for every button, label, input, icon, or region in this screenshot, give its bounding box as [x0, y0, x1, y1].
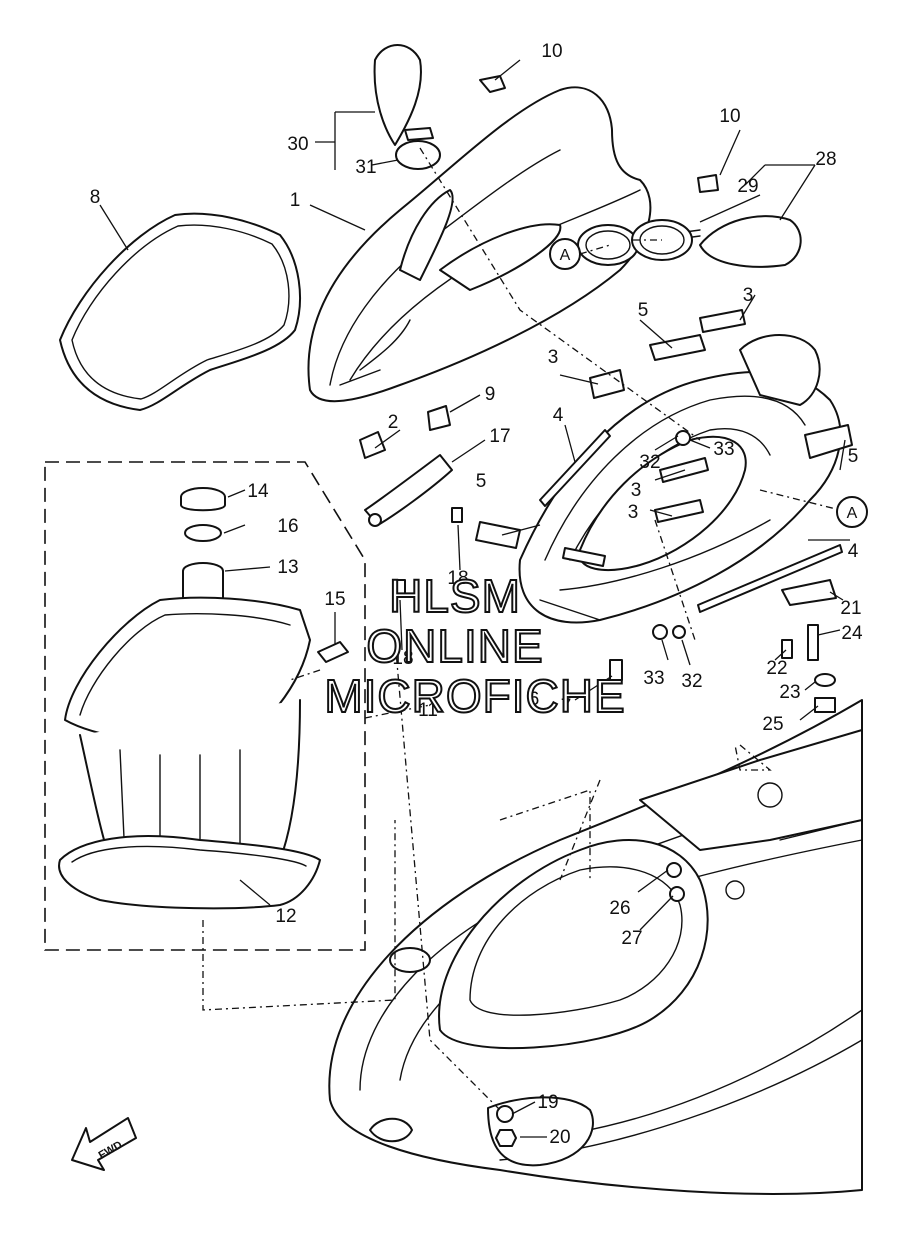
cushions — [373, 44, 802, 268]
leader-lines — [99, 59, 850, 1138]
callout-10-right: 10 — [719, 106, 740, 127]
callout-21: 21 — [840, 598, 861, 619]
callout-22: 22 — [766, 658, 787, 679]
reference-marker-right: A — [836, 496, 868, 528]
callout-11: 11 — [418, 700, 438, 721]
callout-30: 30 — [287, 134, 308, 155]
seal-ring — [59, 212, 301, 411]
callout-25: 25 — [762, 714, 783, 735]
callout-18-upper: 18 — [447, 568, 468, 589]
callout-15: 15 — [324, 589, 345, 610]
reference-lines — [202, 147, 841, 1111]
callout-33-bottom: 33 — [643, 668, 664, 689]
callout-32-top: 32 — [639, 452, 660, 473]
watermark-line-3: MICROFICHE — [324, 670, 625, 722]
callout-27: 27 — [621, 928, 642, 949]
hinge-parts — [359, 75, 853, 902]
reference-marker-label: A — [560, 247, 571, 264]
callout-3-middle: 3 — [631, 480, 642, 501]
callout-labels: 10 30 31 10 28 29 8 1 3 5 3 9 2 4 17 33 … — [90, 41, 863, 1148]
callout-20: 20 — [549, 1127, 570, 1148]
callout-33-top: 33 — [713, 439, 734, 460]
reference-marker-label: A — [847, 505, 858, 522]
callout-7: 7 — [561, 696, 572, 717]
callout-16: 16 — [277, 516, 298, 537]
callout-31: 31 — [355, 157, 376, 178]
callout-3-top: 3 — [743, 285, 754, 306]
callout-5-left: 5 — [476, 471, 487, 492]
callout-9: 9 — [485, 384, 496, 405]
callout-5-right: 5 — [848, 446, 859, 467]
callout-6: 6 — [529, 689, 540, 710]
callout-3-lower: 3 — [628, 502, 639, 523]
forward-arrow: FWD — [71, 1117, 137, 1171]
callout-12: 12 — [275, 906, 296, 927]
watermark-line-1: HLSM — [389, 570, 521, 622]
callout-3-left: 3 — [548, 347, 559, 368]
reference-marker-left: A — [549, 238, 581, 270]
callout-26: 26 — [609, 898, 630, 919]
callout-14: 14 — [247, 481, 269, 502]
hull-deck — [328, 699, 863, 1195]
callout-17: 17 — [489, 426, 510, 447]
callout-23: 23 — [779, 682, 800, 703]
callout-10-top: 10 — [541, 41, 562, 62]
callout-1: 1 — [290, 190, 301, 211]
callout-4-right: 4 — [848, 541, 859, 562]
callout-19: 19 — [537, 1092, 558, 1113]
callout-24: 24 — [841, 623, 863, 644]
callout-5-top: 5 — [638, 300, 649, 321]
watermark-line-2: ONLINE — [366, 620, 543, 672]
callout-8: 8 — [90, 187, 101, 208]
callout-32-bottom: 32 — [681, 671, 702, 692]
callout-18-lower: 18 — [392, 648, 413, 669]
storage-bucket — [44, 461, 366, 951]
callout-2: 2 — [388, 412, 399, 433]
callout-29: 29 — [737, 176, 758, 197]
callout-4-left: 4 — [553, 405, 564, 426]
watermark: HLSM ONLINE MICROFICHE — [323, 569, 625, 723]
callout-13: 13 — [277, 557, 298, 578]
callout-28: 28 — [815, 149, 836, 170]
